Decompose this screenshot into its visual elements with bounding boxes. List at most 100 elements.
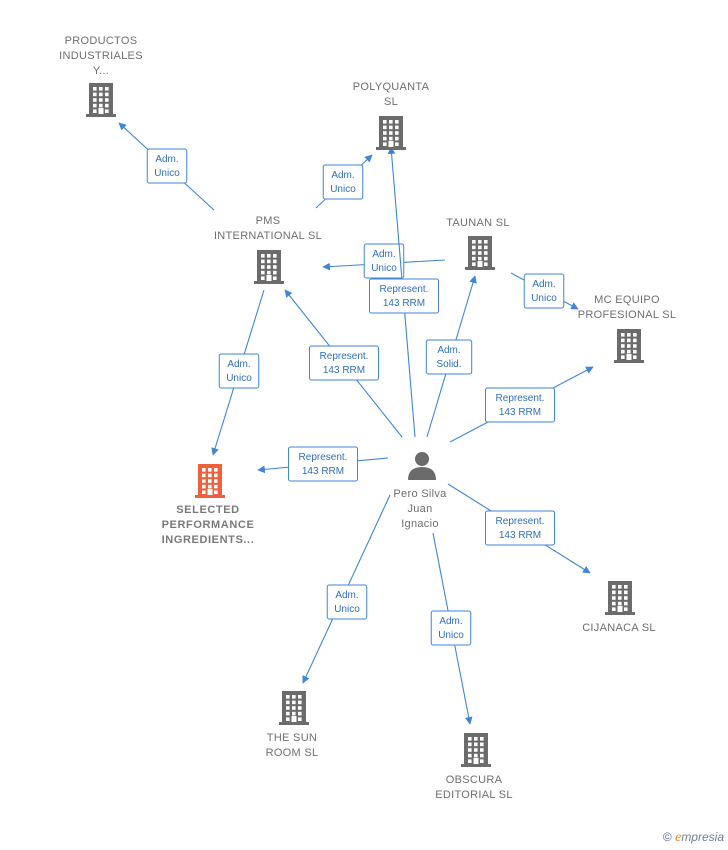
relation-label-text: Solid. — [436, 359, 461, 370]
node-label: PRODUCTOS — [65, 35, 138, 47]
relation-label-text: Represent. — [496, 516, 545, 527]
relation-label-box — [485, 510, 555, 546]
relation-label-text: Unico — [334, 604, 360, 615]
node-taunan[interactable]: TAUNAN SL — [446, 217, 510, 270]
edge-pms-to-selected: Adm.Unico — [211, 289, 265, 456]
brand-name: mpresia — [681, 830, 724, 844]
relation-label[interactable]: Adm. Unico — [430, 610, 472, 646]
relation-label-box — [363, 243, 405, 279]
relation-label-text: Adm. — [335, 590, 358, 601]
relation-label[interactable]: Represent. 143 RRM — [485, 510, 555, 546]
node-obscura[interactable]: OBSCURA EDITORIAL SL — [435, 733, 513, 801]
edge-taunan-to-pms: Adm. Unico — [322, 243, 446, 279]
building-icon[interactable] — [376, 116, 406, 150]
building-icon[interactable] — [279, 691, 309, 725]
relation-label[interactable]: Adm.Solid. — [425, 339, 473, 375]
relation-label-text: Represent. — [320, 351, 369, 362]
relation-label-text: 143 RRM — [499, 530, 541, 541]
edge-pero-to-pms: Represent.143 RRM — [284, 289, 403, 438]
node-label: PROFESIONAL SL — [578, 309, 677, 321]
relation-label-text: Unico — [154, 168, 180, 179]
relation-label-text: Unico — [371, 263, 397, 274]
relation-label[interactable]: Represent. 143 RRM — [485, 387, 555, 423]
relation-label[interactable]: Represent.143 RRM — [309, 345, 379, 381]
relation-label-text: 143 RRM — [302, 466, 344, 477]
relation-label-text: 143 RRM — [499, 407, 541, 418]
building-icon[interactable] — [461, 733, 491, 767]
edge-pero-to-polyquanta: Represent. 143 RRM — [369, 146, 439, 438]
edge-pero-to-selected: Represent. 143 RRM — [257, 446, 389, 482]
node-label: PMS — [256, 215, 281, 227]
building-icon[interactable] — [254, 250, 284, 284]
node-pms[interactable]: PMS INTERNATIONAL SL — [214, 215, 322, 284]
relation-label-box — [369, 278, 439, 314]
node-label: OBSCURA — [446, 774, 503, 786]
node-label: PERFORMANCE — [162, 519, 255, 531]
node-productos[interactable]: PRODUCTOSINDUSTRIALESY... — [59, 35, 143, 117]
relation-label-text: Adm. — [227, 359, 250, 370]
relation-label-box — [485, 387, 555, 423]
building-icon[interactable] — [605, 581, 635, 615]
relation-label[interactable]: Adm. Unico — [322, 164, 364, 200]
node-label: THE SUN — [267, 732, 317, 744]
relation-label-box — [146, 148, 188, 184]
edge-pms-to-polyquanta: Adm. Unico — [315, 154, 373, 209]
edge-pero-to-obscura: Adm. Unico — [430, 532, 473, 725]
relation-label-box — [288, 446, 358, 482]
edge-pms-to-productos: Adm. Unico — [118, 122, 215, 211]
relation-label-box — [322, 164, 364, 200]
edge-pero-to-cijanaca: Represent. 143 RRM — [447, 483, 591, 574]
relation-label-text: Represent. — [496, 393, 545, 404]
relation-label-text: Unico — [438, 630, 464, 641]
edge-pero-to-mcequipo: Represent. 143 RRM — [449, 366, 594, 443]
relation-label-box — [309, 345, 379, 381]
building-icon[interactable] — [195, 464, 225, 498]
relation-label-text: Adm. — [372, 249, 395, 260]
relation-label-text: 143 RRM — [383, 298, 425, 309]
relation-label-text: Adm. — [331, 170, 354, 181]
relation-label[interactable]: Adm. Unico — [363, 243, 405, 279]
building-icon[interactable] — [465, 236, 495, 270]
relation-label-text: Adm. — [155, 154, 178, 165]
node-cijanaca[interactable]: CIJANACA SL — [582, 581, 656, 634]
relation-label-box — [218, 353, 260, 389]
relation-label-box — [326, 584, 368, 620]
relation-label[interactable]: Adm.Unico — [218, 353, 260, 389]
relation-label-box — [430, 610, 472, 646]
relation-label[interactable]: Adm. Unico — [146, 148, 188, 184]
relation-label[interactable]: Represent. 143 RRM — [369, 278, 439, 314]
relation-label[interactable]: Adm. Unico — [326, 584, 368, 620]
node-label: POLYQUANTA — [353, 81, 430, 93]
building-icon[interactable] — [614, 329, 644, 363]
node-label: Pero Silva — [393, 488, 447, 500]
node-label: ROOM SL — [266, 747, 319, 759]
relation-label-box — [523, 273, 565, 309]
relation-label-text: Adm. — [532, 279, 555, 290]
copyright-icon: © — [662, 830, 672, 844]
edge-taunan-to-mcequipo: Adm.Unico — [510, 272, 579, 310]
relation-label-text: Represent. — [380, 284, 429, 295]
relation-label-text: Unico — [330, 184, 356, 195]
node-sunroom[interactable]: THE SUN ROOM SL — [266, 691, 319, 759]
node-label: SELECTED — [176, 504, 239, 516]
person-icon[interactable] — [408, 452, 436, 480]
relation-label[interactable]: Adm.Unico — [523, 273, 565, 309]
edge-pero-to-sunroom: Adm. Unico — [302, 494, 391, 684]
node-label: Juan — [407, 503, 432, 515]
node-label: EDITORIAL SL — [435, 789, 513, 801]
relation-label-text: Adm. — [439, 616, 462, 627]
relation-label-text: Represent. — [299, 452, 348, 463]
brand-initial: e — [675, 830, 682, 845]
node-selected[interactable]: SELECTEDPERFORMANCEINGREDIENTS... — [162, 464, 255, 546]
empresia-credit[interactable]: © empresia — [663, 830, 724, 846]
relation-label[interactable]: Represent. 143 RRM — [288, 446, 358, 482]
node-label: INTERNATIONAL SL — [214, 230, 322, 242]
node-label: CIJANACA SL — [582, 622, 656, 634]
building-icon[interactable] — [86, 83, 116, 117]
